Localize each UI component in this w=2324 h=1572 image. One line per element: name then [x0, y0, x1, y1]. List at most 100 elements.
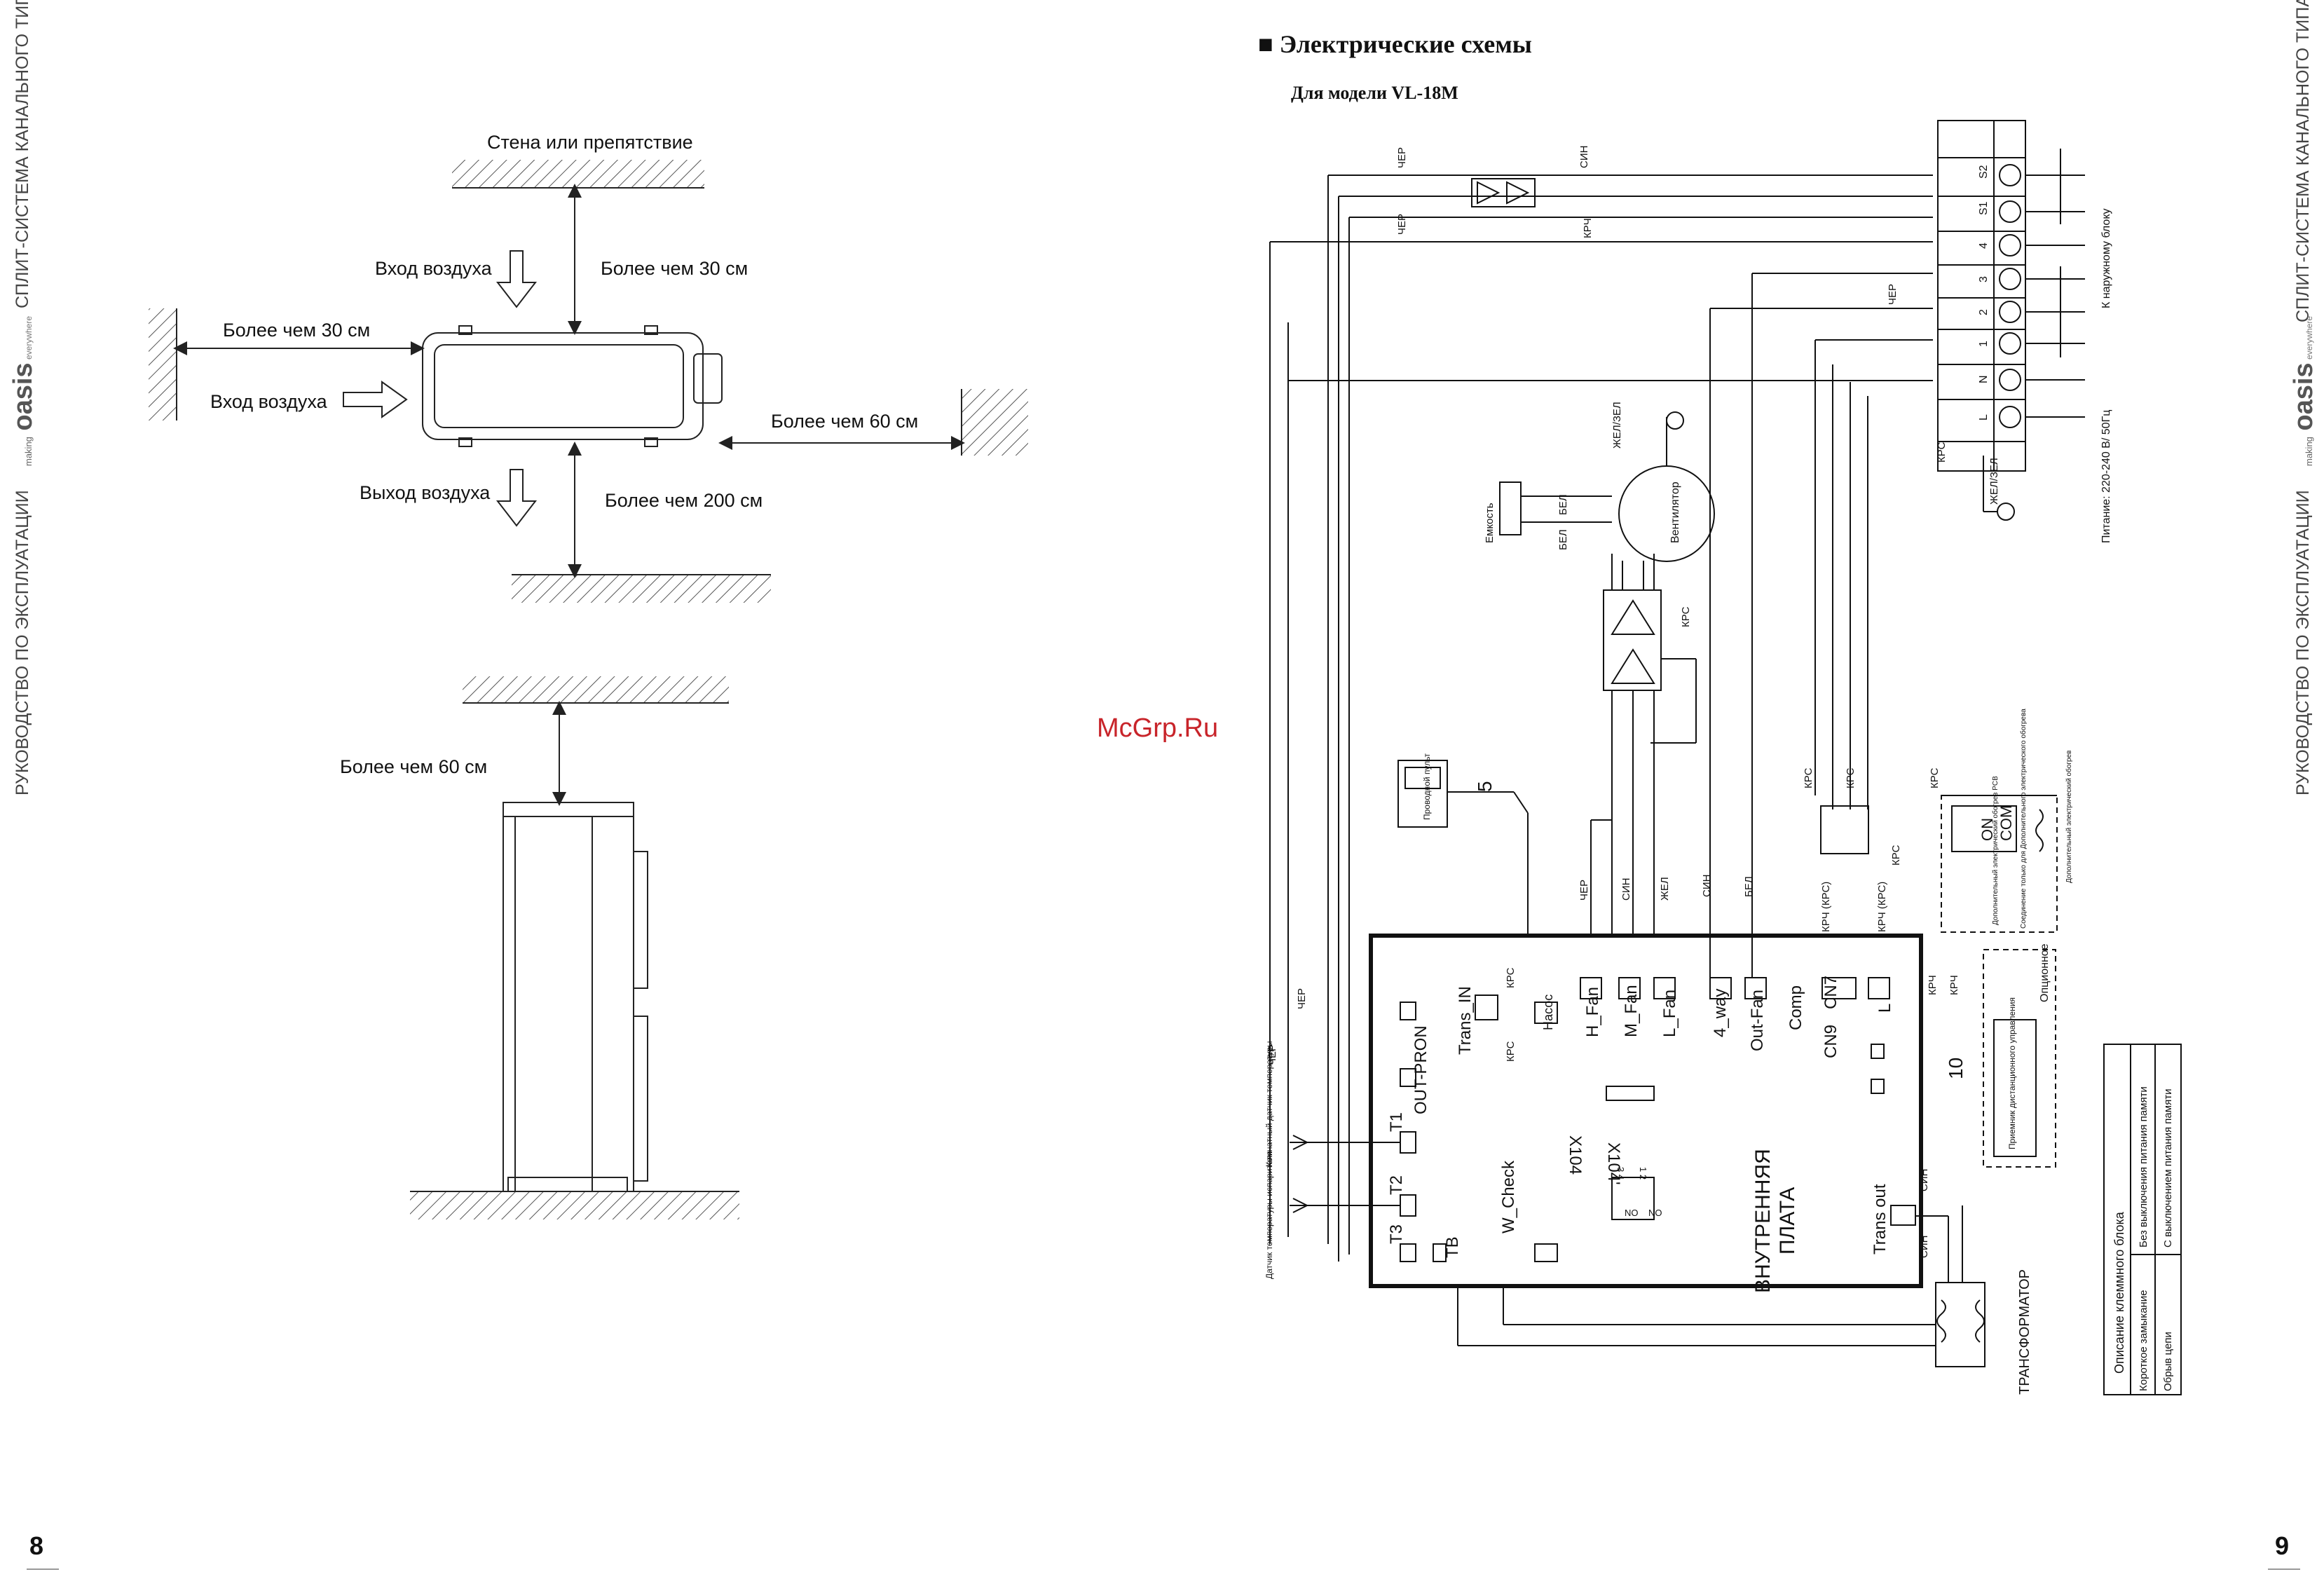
wire-black-1: ЧЕР: [1396, 147, 1408, 168]
num-5: 5: [1474, 781, 1496, 792]
term-2: 2: [1978, 309, 1990, 315]
wire-brown-red-1: КРЧ (КРС): [1820, 882, 1832, 932]
conn-pump: Насос: [1541, 995, 1555, 1030]
page-number-left: 8: [29, 1531, 44, 1560]
wire-black-3: ЧЕР: [1887, 284, 1899, 305]
watermark: McGrp.Ru: [1097, 713, 1219, 743]
legend-r1c2: Без выключения питания памяти: [2138, 1086, 2149, 1248]
num-10: 10: [1945, 1058, 1967, 1079]
legend-r2c1: Обрыв цепи: [2162, 1332, 2174, 1391]
dip-12: 1 2: [1638, 1167, 1648, 1180]
section-heading: ■ Электрические схемы: [1258, 29, 1532, 59]
terminal-screws: [1999, 164, 2021, 428]
power-label: Питание: 220-240 В/ 50Гц: [2100, 410, 2112, 543]
aux-heater-label: Дополнительный электрический обогрев: [2065, 751, 2073, 884]
evap-sensor-label: Датчик температуры испарителя: [1264, 1151, 1274, 1279]
wire-red-3: КРС: [1845, 767, 1857, 788]
wire-red-4: КРС: [1936, 442, 1948, 463]
model-label: Для модели VL-18M: [1291, 83, 1458, 103]
conn-h-fan: H_Fan: [1583, 987, 1602, 1037]
page-number-right: 9: [2275, 1531, 2290, 1560]
label-more60-right: Более чем 60 см: [771, 411, 918, 432]
conn-l-fan: L_Fan: [1660, 990, 1679, 1037]
installation-clearance-diagram: [149, 160, 1028, 1219]
switch-no-2: NO: [1648, 1208, 1662, 1218]
conn-trans-in: Trans_IN: [1456, 986, 1475, 1055]
to-outdoor-label: К наружному блоку: [2100, 209, 2112, 309]
label-more200: Более чем 200 см: [605, 490, 763, 511]
aux-note-label: Соединение только для Дополнительного эл…: [2019, 709, 2028, 929]
wire-blue-4: СИН: [1918, 1169, 1930, 1191]
wire-brown-3: КРЧ: [1948, 975, 1960, 995]
relay-com: COM: [1997, 805, 2015, 841]
wire-brown-2: КРЧ: [1927, 975, 1939, 995]
wire-black-6: ЧЕР: [1266, 1044, 1278, 1065]
conn-l: L: [1875, 1004, 1894, 1013]
label-more60-outdoor: Более чем 60 см: [340, 756, 487, 777]
conn-t2: T2: [1387, 1175, 1406, 1195]
term-s2: S2: [1978, 165, 1990, 179]
conn-comp: Comp: [1786, 985, 1805, 1030]
wire-red-5: КРС: [1929, 767, 1941, 788]
label-wall: Стена или препятствие: [487, 132, 693, 153]
conn-m-fan: M_Fan: [1622, 985, 1641, 1037]
wiring-labels: ВНУТРЕННЯЯ ПЛАТА Вентилятор Емкость Пров…: [1264, 146, 2174, 1395]
legend-r2c2: С выключением питания памяти: [2162, 1089, 2174, 1248]
wire-red-7: КРС: [1505, 967, 1517, 988]
relay-on: ON: [1978, 818, 1996, 841]
wire-black-2: ЧЕР: [1396, 214, 1408, 235]
label-more30-left: Более чем 30 см: [223, 320, 370, 341]
label-air-in-left: Вход воздуха: [210, 391, 328, 412]
fan-label: Вентилятор: [1669, 481, 1681, 543]
wire-black-4: ЧЕР: [1578, 880, 1590, 901]
wire-yellow-1: ЖЕЛ: [1659, 877, 1671, 901]
term-n: N: [1978, 375, 1990, 383]
wire-red-2: КРС: [1803, 767, 1814, 788]
conn-w-check: W_Check: [1499, 1160, 1518, 1233]
wire-brown-1: КРЧ: [1582, 218, 1594, 238]
legend-title: Описание клеммного блока: [2112, 1211, 2126, 1374]
conn-t3: T3: [1387, 1224, 1406, 1244]
installation-labels: Стена или препятствие Вход воздуха Более…: [210, 132, 918, 777]
wire-blue-3: СИН: [1701, 875, 1713, 897]
conn-x104: X104: [1566, 1135, 1585, 1175]
term-l: L: [1978, 414, 1990, 421]
receiver-label: Приемник дистанционного управления: [2007, 997, 2017, 1149]
label-air-in-top: Вход воздуха: [375, 258, 493, 279]
conn-out-pron: OUT-PRON: [1412, 1025, 1430, 1114]
term-4: 4: [1978, 242, 1990, 249]
optional-label: Опционное: [2039, 943, 2051, 1002]
wire-black-5: ЧЕР: [1296, 988, 1308, 1009]
legend-r1c1: Короткое замыкание: [2138, 1290, 2149, 1391]
wire-red-8: КРС: [1505, 1041, 1517, 1062]
dip-34: 3 4: [1615, 1167, 1626, 1180]
wire-brown-red-2: КРЧ (КРС): [1876, 882, 1888, 932]
conn-4-way: 4_way: [1711, 989, 1730, 1037]
transformer-label: ТРАНСФОРМАТОР: [2017, 1269, 2032, 1395]
conn-tb: TB: [1443, 1236, 1462, 1258]
wire-yg-1: ЖЕЛ/ЗЕЛ: [1611, 402, 1623, 449]
conn-trans-out: Trans out: [1871, 1184, 1889, 1255]
wire-red-1: КРС: [1680, 606, 1692, 627]
wire-blue-1: СИН: [1578, 146, 1590, 168]
wiring-diagram: [1269, 120, 2182, 1395]
wire-white-1: БЕЛ: [1557, 494, 1569, 515]
term-s1: S1: [1978, 201, 1990, 215]
capacitor-label: Емкость: [1484, 503, 1496, 543]
wire-white-2: БЕЛ: [1557, 529, 1569, 550]
wire-blue-5: СИН: [1918, 1236, 1930, 1258]
conn-out-fan: Out-Fan: [1748, 990, 1767, 1051]
conn-t1: T1: [1387, 1112, 1406, 1132]
wire-yg-2: ЖЕЛ/ЗЕЛ: [1988, 458, 2000, 505]
conn-cn7: CN7: [1821, 976, 1840, 1009]
aux-heater-pcb-label: Дополнительный электрический обогрев PCB: [1991, 776, 2000, 925]
wire-blue-2: СИН: [1620, 878, 1632, 901]
heading-text: Электрические схемы: [1279, 30, 1532, 58]
switch-no-1: NO: [1625, 1208, 1639, 1218]
room-sensor-label: Комнатный датчик температуры: [1264, 1041, 1274, 1167]
term-1: 1: [1978, 341, 1990, 347]
board-label-1: ВНУТРЕННЯЯ: [1751, 1149, 1775, 1293]
label-air-out: Выход воздуха: [360, 482, 491, 503]
